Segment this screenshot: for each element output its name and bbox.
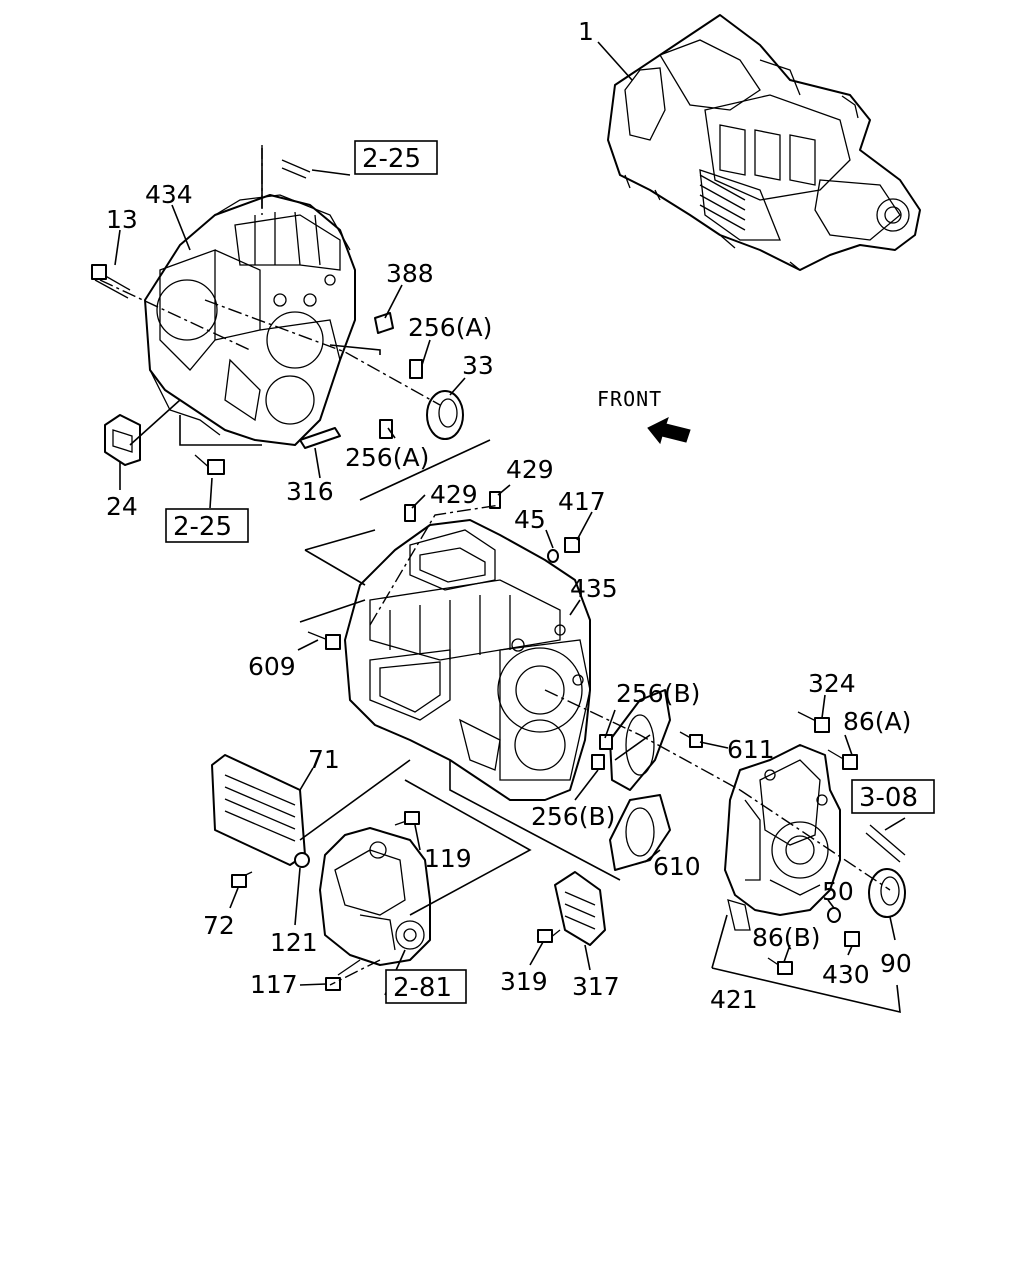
callout-319: 319 [500,967,548,996]
callout-417: 417 [558,487,606,516]
callout-50: 50 [822,877,854,906]
pto-unit-illustration [319,827,431,966]
reference-label: 2-25 [362,144,421,174]
bushing-388 [374,312,394,334]
front-label: FRONT [597,387,662,411]
callout-71: 71 [308,745,340,774]
gasket-610 [609,689,671,871]
callout-labels: 1 434 13 388 256(A) 33 256(A) 316 24 429… [106,17,912,1014]
callout-13: 13 [106,205,138,234]
leader-lines [114,41,906,1014]
callout-317: 317 [572,972,620,1001]
reference-box-2-81[interactable]: 2-81 [385,969,467,1004]
callout-256b-upper: 256(B) [616,679,700,708]
callout-609: 609 [248,652,296,681]
front-direction-indicator: FRONT [597,387,691,445]
reference-label: 2-81 [393,973,452,1003]
callout-256b-lower: 256(B) [531,802,615,831]
bearing-cover-24 [104,414,141,466]
callout-388: 388 [386,259,434,288]
oil-seal-33 [426,390,464,440]
callout-256a-lower: 256(A) [345,443,429,472]
callout-86a: 86(A) [843,707,911,736]
alignment-center-lines [99,145,891,986]
assembled-transmission-illustration [607,14,921,271]
callout-121: 121 [270,928,318,957]
side-cover-71 [211,754,306,866]
callout-429-right: 429 [506,455,554,484]
reference-label: 2-25 [173,512,232,542]
callout-72: 72 [203,911,235,940]
reference-box-2-25-bottom[interactable]: 2-25 [165,508,249,543]
callout-90: 90 [880,949,912,978]
extension-housing-illustration [724,744,841,931]
reference-box-2-25-top[interactable]: 2-25 [354,140,438,175]
callout-117: 117 [250,970,298,999]
callout-33: 33 [462,351,494,380]
reference-label: 3-08 [859,783,918,813]
callout-429-left: 429 [430,480,478,509]
callout-45: 45 [514,505,546,534]
reference-box-3-08[interactable]: 3-08 [851,779,935,814]
callout-1: 1 [578,17,594,46]
oil-seal-90 [868,868,906,918]
front-arrow-icon [647,417,691,445]
callout-119: 119 [424,844,472,873]
callout-86b: 86(B) [752,923,820,952]
callout-611: 611 [727,735,775,764]
clutch-housing-illustration [144,194,356,446]
callout-256a-upper: 256(A) [408,313,492,342]
callout-434: 434 [145,180,193,209]
callout-435: 435 [570,574,618,603]
callout-324: 324 [808,669,856,698]
callout-24: 24 [106,492,138,521]
callout-316: 316 [286,477,334,506]
small-cover-317 [554,871,606,946]
callout-421: 421 [710,985,758,1014]
callout-430: 430 [822,960,870,989]
callout-610: 610 [653,852,701,881]
transmission-case-illustration [344,519,591,801]
clip-316 [299,427,341,449]
